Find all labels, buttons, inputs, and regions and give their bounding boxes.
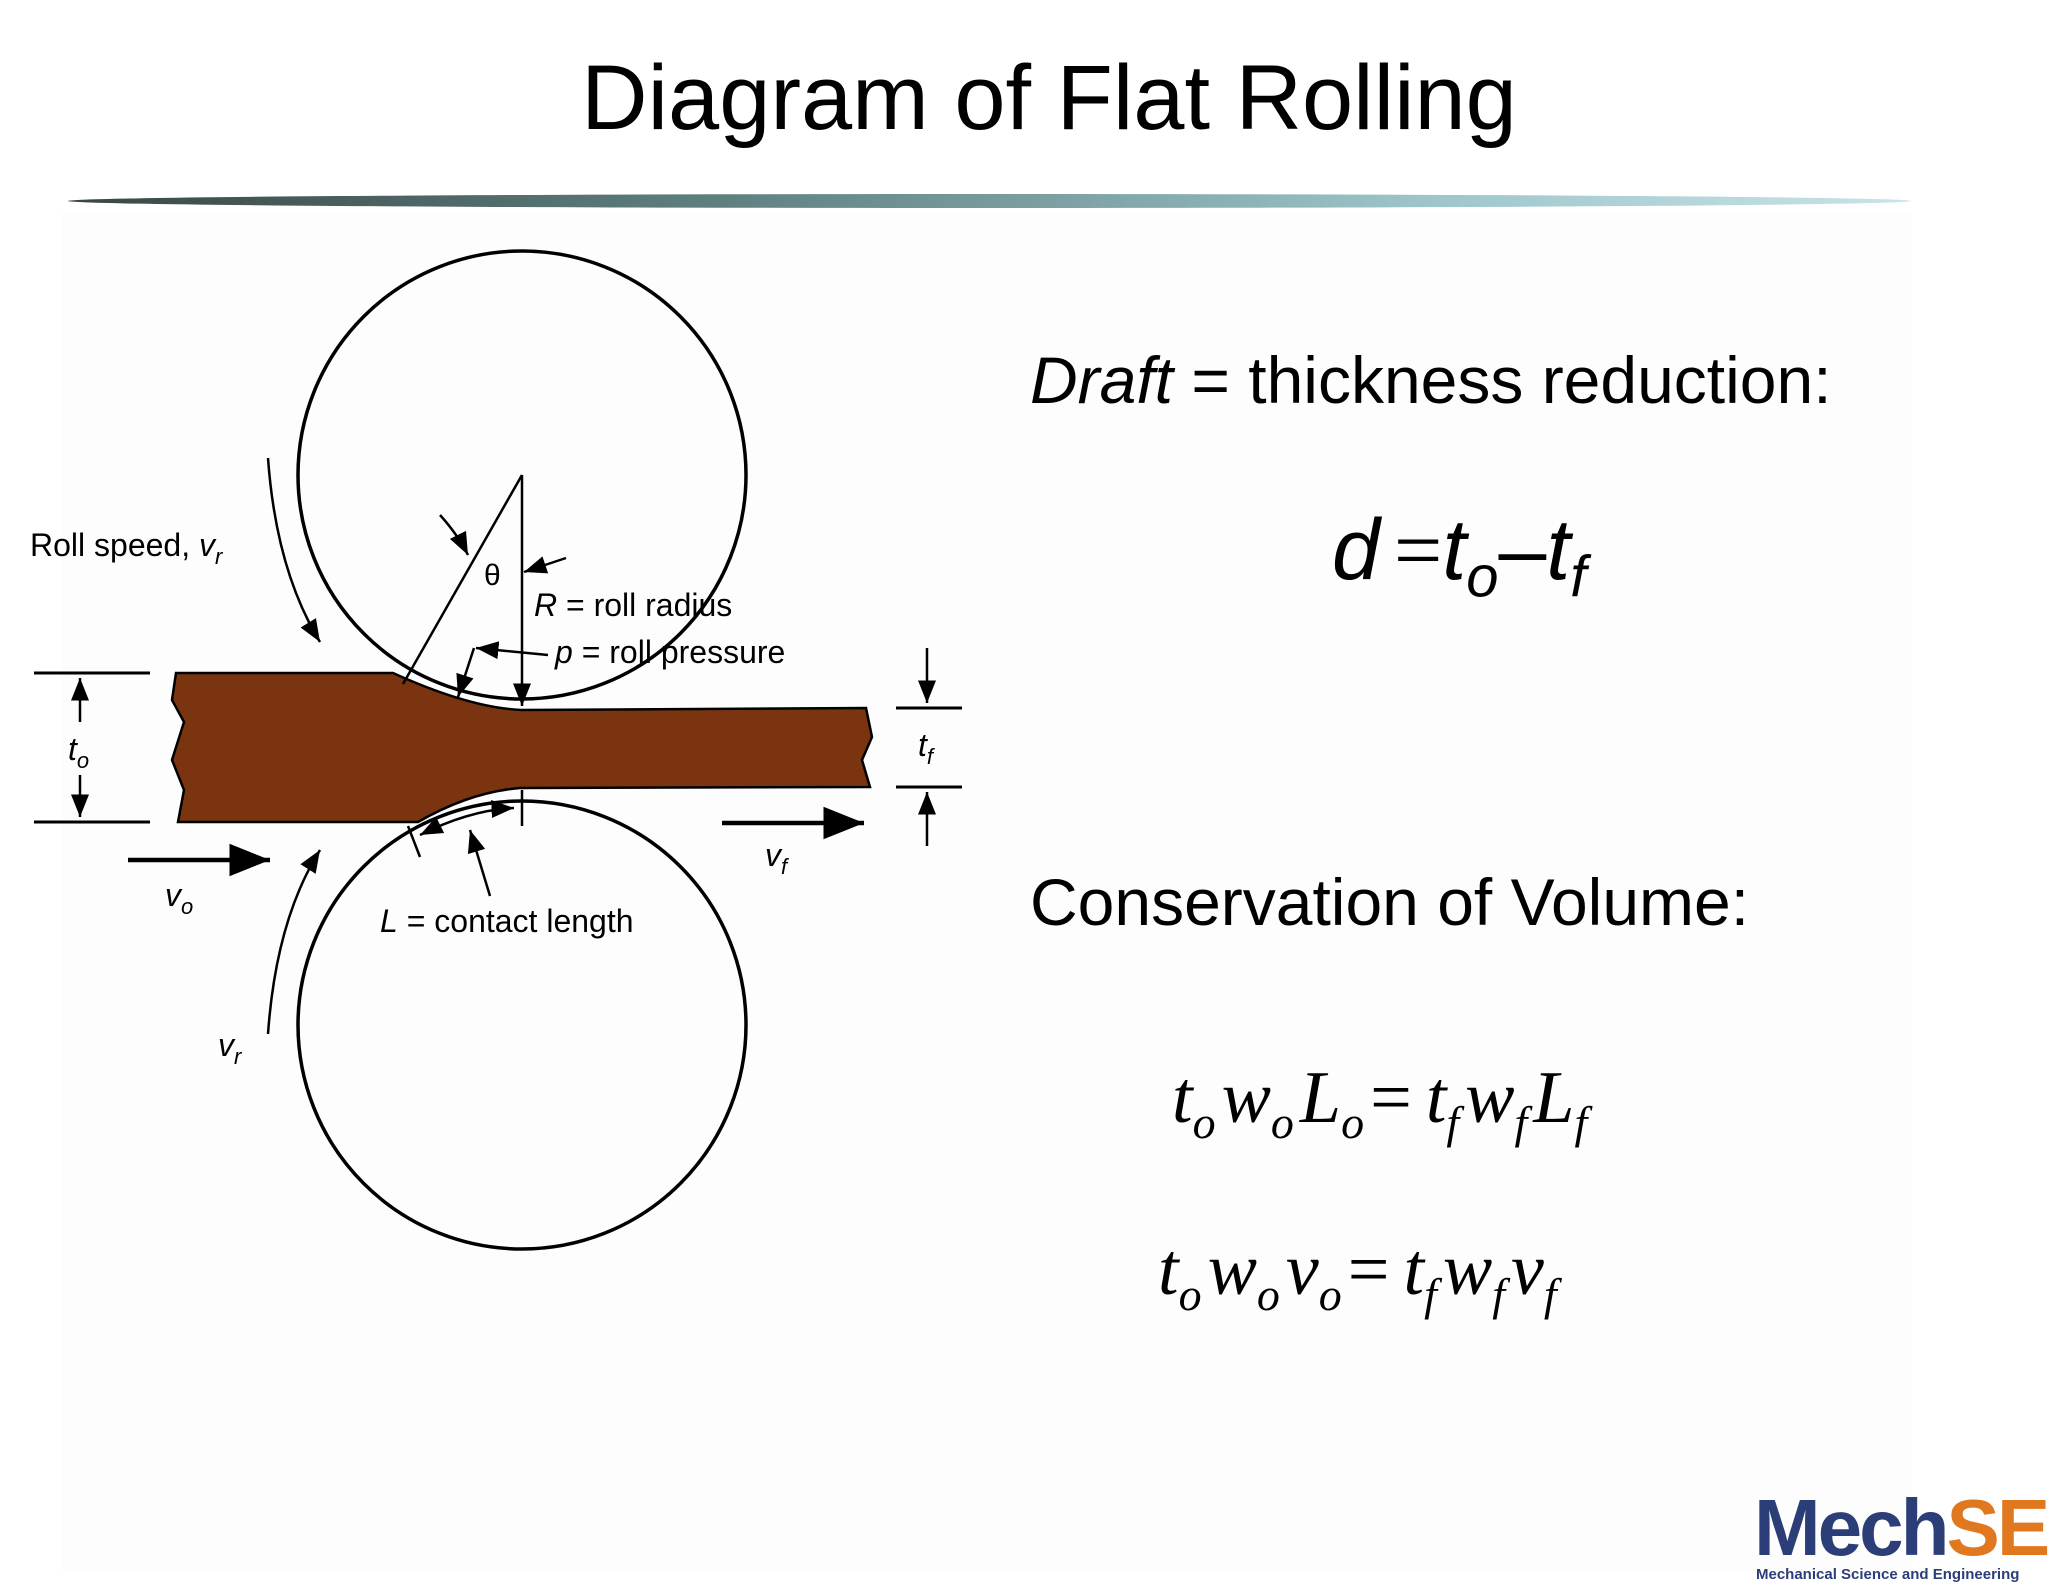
t-o-label: to [68, 731, 89, 773]
eq-t-in: t [1442, 502, 1467, 598]
eq-t-out: t [1546, 502, 1571, 598]
eq1-w-f: w [1465, 1057, 1515, 1139]
eq2-sub: f [1424, 1269, 1437, 1321]
roll-pressure-arrows [456, 641, 549, 698]
volume-equation-velocity: towovo=tfwfvf [1158, 1228, 1563, 1321]
eq-sub-f: f [1570, 544, 1587, 610]
lower-roll-rotation-arrow [266, 849, 322, 1035]
eq2-v-o: v [1285, 1229, 1319, 1311]
eq1-sub: o [1270, 1097, 1294, 1149]
slide-title: Diagram of Flat Rolling [581, 47, 1517, 149]
eq1-w-o: w [1221, 1057, 1271, 1139]
eq1-t-o: t [1172, 1057, 1193, 1139]
outgoing-thickness-dimension [896, 648, 962, 846]
mechse-logo: MechSE Mechanical Science and Engineerin… [1754, 1483, 2048, 1583]
eq-equals: = [1393, 502, 1443, 598]
eq2-w-o: w [1207, 1229, 1257, 1311]
contact-length-dimension [406, 800, 515, 897]
eq-sub-o: o [1466, 544, 1499, 610]
eq1-sub: o [1341, 1097, 1365, 1149]
workpiece-strip [170, 671, 874, 824]
eq2-sub: f [1492, 1269, 1505, 1321]
eq2-v-f: v [1511, 1229, 1544, 1311]
eq1-sub: f [1514, 1097, 1528, 1149]
upper-roll-rotation-arrow [266, 457, 322, 643]
eq1-t-f: t [1425, 1057, 1447, 1139]
lower-roll-speed-label: vr [218, 1027, 243, 1069]
draft-heading: Draft = thickness reduction: [1030, 342, 1832, 418]
roll-angle-construction [401, 474, 567, 826]
eq-d: d [1332, 502, 1380, 598]
eq1-equals: = [1370, 1057, 1412, 1139]
eq2-t-o: t [1158, 1229, 1179, 1311]
conservation-heading: Conservation of Volume: [1030, 865, 1750, 939]
eq1-l-o: L [1299, 1057, 1342, 1139]
draft-definition: = thickness reduction: [1173, 343, 1832, 417]
eq2-sub: f [1543, 1269, 1557, 1321]
volume-equation-length: towoLo=tfwfLf [1172, 1056, 1593, 1149]
v-o-label: vo [165, 877, 193, 919]
theta-label: θ [484, 559, 501, 592]
eq2-t-f: t [1403, 1229, 1425, 1311]
contact-length-label: L = contact length [380, 903, 634, 939]
v-f-label: vf [765, 837, 790, 879]
eq1-sub: f [1574, 1097, 1588, 1149]
logo-tagline: Mechanical Science and Engineering [1756, 1566, 2020, 1583]
eq1-sub: f [1446, 1097, 1460, 1149]
t-f-label: tf [918, 727, 936, 769]
eq2-equals: = [1347, 1229, 1390, 1311]
draft-equation: d=to–tf [1332, 500, 1586, 610]
eq2-sub: o [1256, 1269, 1280, 1321]
eq-minus: – [1498, 502, 1547, 598]
roll-speed-label: Roll speed, vr [30, 527, 224, 569]
eq2-w-f: w [1442, 1229, 1493, 1311]
logo-wordmark: MechSE [1754, 1483, 2048, 1572]
draft-word: Draft [1030, 343, 1174, 417]
eq1-sub: o [1192, 1097, 1216, 1149]
roll-radius-label: R = roll radius [534, 587, 732, 623]
roll-pressure-label: p = roll pressure [554, 634, 785, 670]
eq2-sub: o [1318, 1269, 1342, 1321]
incoming-thickness-dimension [34, 671, 150, 824]
content-area [62, 212, 1912, 1572]
title-divider [68, 194, 1911, 208]
eq2-sub: o [1178, 1269, 1202, 1321]
eq1-l-f: L [1533, 1057, 1575, 1139]
